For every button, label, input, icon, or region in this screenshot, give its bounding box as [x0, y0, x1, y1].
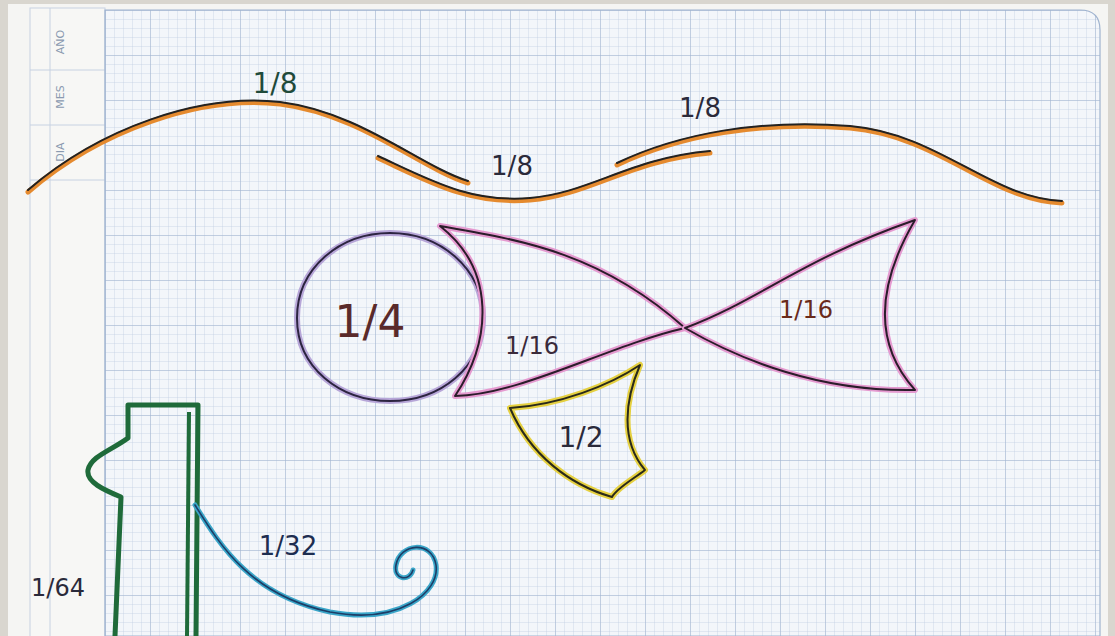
fraction-label: 1/8	[679, 95, 721, 121]
fish-tail-shape: 1/16	[680, 214, 920, 396]
shape-outline	[435, 220, 691, 402]
fraction-text: 1/16	[505, 334, 559, 358]
fish-body-shape: 1/16	[435, 220, 691, 402]
fraction-label: 1/32	[259, 533, 317, 559]
fraction-text: 1/4	[335, 300, 406, 344]
margin-label: DIA	[55, 142, 66, 161]
margin-label: MES	[55, 85, 66, 108]
fraction-text: 1/16	[779, 298, 833, 322]
fraction-text: 1/2	[558, 424, 603, 452]
wave-lines	[28, 101, 1062, 203]
fraction-label: 1/64	[31, 576, 85, 600]
green-figure	[88, 405, 198, 636]
circle-shape: 1/4	[290, 228, 490, 406]
paper-sheet	[8, 4, 1108, 636]
spiral-line	[195, 505, 436, 615]
fraction-label: 1/8	[491, 153, 533, 179]
yellow-shape: 1/2	[505, 360, 650, 502]
fraction-label: 1/8	[252, 70, 297, 98]
margin-label: AÑO	[55, 30, 66, 54]
margin-strip	[30, 8, 105, 636]
